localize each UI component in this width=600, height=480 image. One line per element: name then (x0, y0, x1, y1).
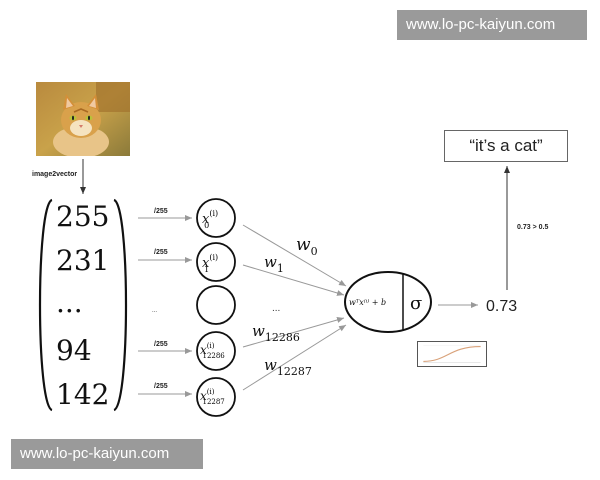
input-node-label: x(i)12287 (200, 388, 225, 406)
vector-value: 142 (56, 378, 109, 411)
neuron (344, 271, 432, 333)
neuron-linear-label: wᵀx⁽ⁱ⁾ + b (349, 298, 386, 307)
weight-connection (242, 224, 347, 287)
vector-value: ... (56, 286, 83, 319)
cat-image (36, 82, 130, 156)
vector-value: 231 (56, 244, 109, 277)
vector-value: 94 (56, 334, 92, 367)
prediction-box: “it’s a cat” (444, 130, 568, 162)
input-node (196, 331, 236, 371)
input-node-label: x(i)1 (202, 253, 218, 274)
image2vector-label: image2vector (32, 171, 77, 178)
input-node (196, 242, 236, 282)
weight-connection (242, 264, 345, 296)
scale-label: /255 (154, 208, 168, 215)
vector-value: 255 (56, 200, 109, 233)
weight-label: w1 (264, 253, 284, 275)
scale-label: /255 (154, 341, 168, 348)
input-node-label: x(i)12286 (200, 342, 225, 360)
vector-right-bracket (113, 198, 128, 412)
output-value: 0.73 (486, 298, 517, 315)
input-node (196, 198, 236, 238)
sigmoid-thumbnail (417, 341, 487, 367)
input-node-label: x(i)0 (202, 209, 218, 230)
weight-label: w0 (296, 235, 318, 258)
weight-label: w12286 (252, 322, 300, 344)
watermark-top: www.lo-pc-kaiyun.com (397, 10, 587, 40)
weight-label: w12287 (264, 356, 312, 378)
scale-label: /255 (154, 249, 168, 256)
sigma-label: σ (410, 293, 422, 314)
weight-connection (242, 317, 345, 348)
input-node (196, 285, 236, 325)
middle-dots: ... (152, 308, 157, 314)
input-node (196, 377, 236, 417)
weight-dots: ... (272, 303, 280, 314)
scale-label: /255 (154, 383, 168, 390)
watermark-bottom: www.lo-pc-kaiyun.com (11, 439, 203, 469)
threshold-label: 0.73 > 0.5 (517, 224, 548, 231)
vector-left-bracket (38, 198, 53, 412)
weight-connection (242, 324, 347, 391)
